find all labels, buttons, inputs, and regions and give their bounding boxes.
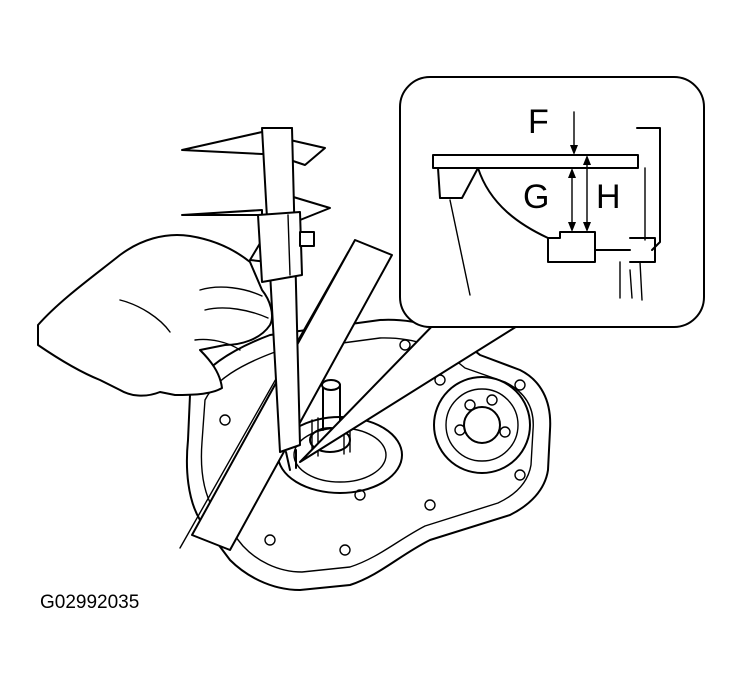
hand	[37, 234, 273, 397]
figure-code: G02992035	[40, 592, 139, 613]
detail-inset: F G H	[399, 76, 705, 328]
label-h: H	[596, 178, 621, 216]
label-f: F	[528, 103, 549, 141]
vernier-caliper	[181, 127, 331, 471]
label-g: G	[523, 178, 549, 216]
